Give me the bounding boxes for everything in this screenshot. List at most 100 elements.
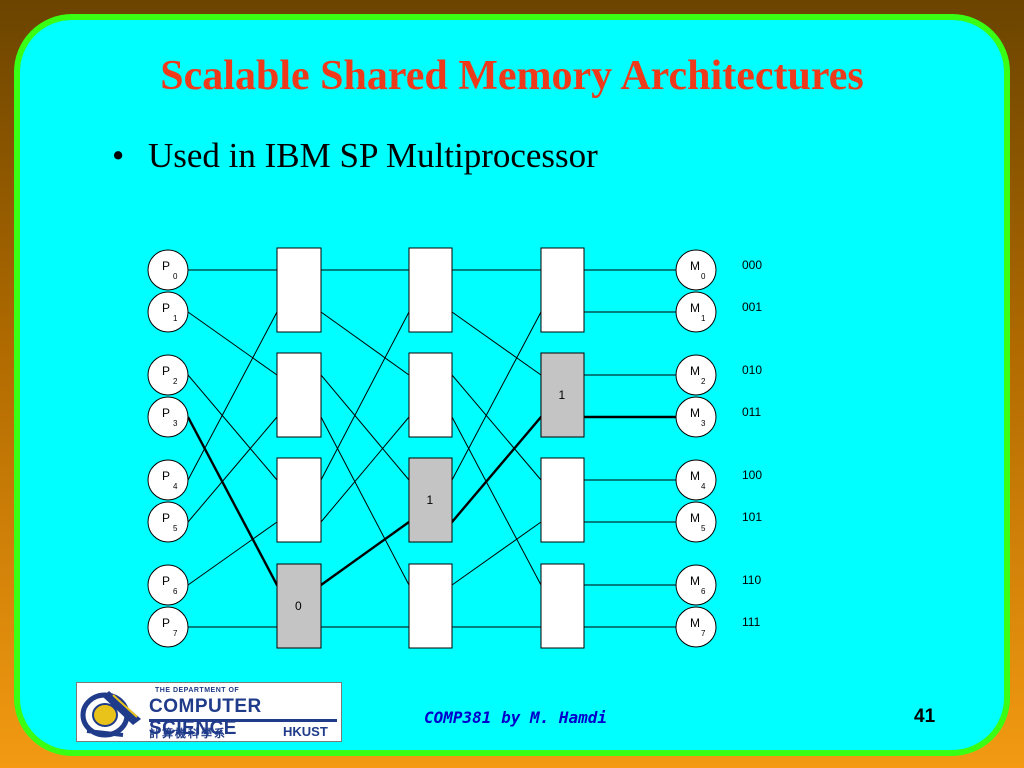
memory-address: 011 <box>742 405 761 419</box>
page-number: 41 <box>914 706 936 727</box>
memory-node <box>675 501 717 543</box>
logo-hkust: HKUST <box>283 724 328 739</box>
network-link <box>451 311 542 481</box>
network-link <box>187 374 278 481</box>
switch-box <box>276 247 322 333</box>
memory-label: M <box>690 511 700 525</box>
memory-label: M <box>690 406 700 420</box>
network-link <box>187 311 278 481</box>
memory-index: 5 <box>701 524 706 533</box>
memory-node <box>675 291 717 333</box>
switch-box <box>408 457 453 543</box>
processor-index: 0 <box>173 272 178 281</box>
processor-label: P <box>162 301 170 315</box>
processor-index: 6 <box>173 587 178 596</box>
memory-node <box>675 459 717 501</box>
memory-address: 010 <box>742 363 762 377</box>
network-link <box>320 374 410 481</box>
network-link <box>320 311 410 376</box>
memory-address: 111 <box>742 615 761 629</box>
processor-index: 3 <box>173 419 178 428</box>
memory-index: 1 <box>701 314 706 323</box>
memory-index: 2 <box>701 377 706 386</box>
memory-node <box>675 564 717 606</box>
slide-title: Scalable Shared Memory Architectures <box>160 53 864 99</box>
memory-label: M <box>690 469 700 483</box>
memory-address: 100 <box>742 468 762 482</box>
memory-address: 000 <box>742 258 762 272</box>
department-logo: THE DEPARTMENT OF COMPUTER SCIENCE 計算機科學… <box>76 682 342 742</box>
processor-node <box>147 501 189 543</box>
memory-label: M <box>690 301 700 315</box>
switch-box <box>540 247 585 333</box>
memory-address: 101 <box>742 510 762 524</box>
bullet-item: • Used in IBM SP Multiprocessor <box>112 136 598 176</box>
network-link <box>320 311 410 481</box>
memory-node <box>675 606 717 648</box>
network-link <box>451 374 542 481</box>
processor-node <box>147 249 189 291</box>
network-link <box>187 311 278 376</box>
switch-control-bit: 1 <box>559 388 566 402</box>
network-link <box>451 416 542 586</box>
network-link <box>187 416 278 523</box>
network-link <box>320 416 410 523</box>
switch-box <box>276 457 322 543</box>
network-link <box>320 416 410 586</box>
processor-index: 4 <box>173 482 178 491</box>
memory-label: M <box>690 574 700 588</box>
switch-box <box>276 563 322 649</box>
logo-computer-science: COMPUTER SCIENCE <box>149 696 262 739</box>
processor-node <box>147 354 189 396</box>
processor-index: 5 <box>173 524 178 533</box>
memory-index: 4 <box>701 482 706 491</box>
memory-label: M <box>690 616 700 630</box>
processor-index: 1 <box>173 314 178 323</box>
footer-course: COMP381 by M. Hamdi <box>424 708 608 727</box>
processor-node <box>147 606 189 648</box>
processor-label: P <box>162 364 170 378</box>
logo-department-line: THE DEPARTMENT OF <box>155 687 240 694</box>
network-link <box>451 521 542 586</box>
logo-chinese-name: 計算機科學系 <box>149 727 227 740</box>
processor-node <box>147 459 189 501</box>
memory-node <box>675 249 717 291</box>
switch-box <box>540 563 585 649</box>
processor-label: P <box>162 511 170 525</box>
processor-node <box>147 564 189 606</box>
processor-label: P <box>162 469 170 483</box>
memory-label: M <box>690 364 700 378</box>
processor-node <box>147 396 189 438</box>
processor-index: 7 <box>173 629 178 638</box>
memory-address: 001 <box>742 300 762 314</box>
processor-label: P <box>162 616 170 630</box>
switch-control-bit: 1 <box>427 493 434 507</box>
switch-box <box>408 563 453 649</box>
bullet-text: Used in IBM SP Multiprocessor <box>148 136 598 175</box>
memory-address: 110 <box>742 573 761 587</box>
switch-control-bit: 0 <box>295 599 302 613</box>
switch-box <box>408 247 453 333</box>
memory-index: 3 <box>701 419 706 428</box>
memory-label: M <box>690 259 700 273</box>
logo-divider <box>149 719 337 722</box>
processor-label: P <box>162 406 170 420</box>
network-link <box>187 521 278 586</box>
switch-box <box>540 457 585 543</box>
switch-box <box>540 352 585 438</box>
memory-index: 7 <box>701 629 706 638</box>
memory-node <box>675 396 717 438</box>
switch-box <box>276 352 322 438</box>
memory-index: 6 <box>701 587 706 596</box>
bullet-symbol: • <box>112 136 125 175</box>
processor-label: P <box>162 259 170 273</box>
memory-node <box>675 354 717 396</box>
processor-index: 2 <box>173 377 178 386</box>
processor-node <box>147 291 189 333</box>
network-link <box>451 311 542 376</box>
processor-label: P <box>162 574 170 588</box>
memory-index: 0 <box>701 272 706 281</box>
hkust-emblem-icon <box>80 691 141 738</box>
switch-box <box>408 352 453 438</box>
